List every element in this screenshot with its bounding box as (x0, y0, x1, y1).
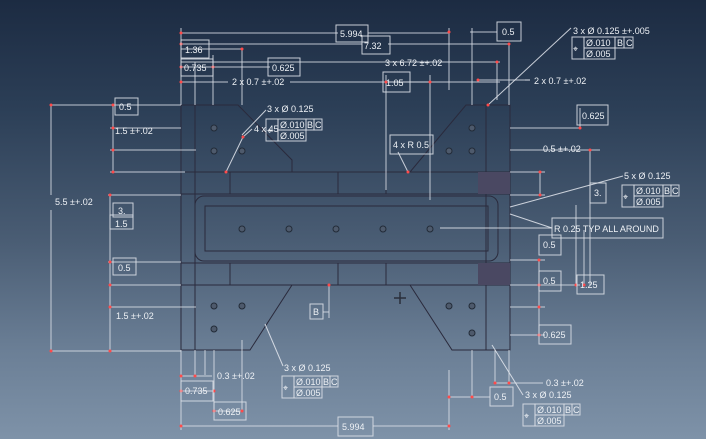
dim-05-right-b[interactable]: 0.5 (543, 276, 556, 286)
dim-05-top[interactable]: 0.5 (502, 27, 515, 37)
callout-holes-bot-left[interactable]: 3 x Ø 0.125 (284, 363, 331, 373)
callout-side-holes[interactable]: 5 x Ø 0.125 (624, 171, 671, 181)
dim-15-left-bot[interactable]: 1.5 ±+.02 (116, 311, 154, 321)
dim-05-bot[interactable]: 0.5 (494, 392, 507, 402)
dim-5994-top[interactable]: 5.994 (340, 29, 363, 39)
dim-2x07-right[interactable]: 2 x 0.7 ±+.02 (534, 76, 586, 86)
datum-b-label[interactable]: B (313, 307, 319, 317)
leader-lines (225, 27, 624, 396)
position-icon: ⌖ (267, 126, 272, 136)
svg-text:C: C (672, 186, 679, 196)
svg-text:B: B (323, 377, 329, 387)
svg-text:Ø.005: Ø.005 (280, 131, 305, 141)
callout-holes-top-left[interactable]: 3 x Ø 0.125 (267, 104, 314, 114)
hole-icon (426, 225, 434, 233)
fcf-top-right[interactable]: ⌖ Ø.010 B C Ø.005 (571, 36, 634, 60)
svg-text:C: C (626, 38, 633, 48)
snap-points (49, 30, 592, 428)
callout-holes-bot-right[interactable]: 3 x Ø 0.125 (525, 390, 572, 400)
position-icon: ⌖ (283, 383, 288, 393)
callout-fillet[interactable]: 4 x R 0.5 (393, 140, 429, 150)
dim-2x07-left[interactable]: 2 x 0.7 ±+.02 (232, 77, 284, 87)
svg-text:B: B (565, 405, 571, 415)
dim-05-left-mid[interactable]: 0.5 (118, 263, 131, 273)
svg-text:Ø.010: Ø.010 (636, 186, 661, 196)
position-icon: ⌖ (623, 192, 628, 202)
fcf-top-left[interactable]: ⌖ Ø.010 B C Ø.005 (265, 118, 323, 142)
callout-holes-top-right[interactable]: 3 x Ø 0.125 ±+.005 (573, 26, 650, 36)
dim-05-right-tol[interactable]: 0.5 ±+.02 (543, 144, 581, 154)
svg-text:B: B (307, 120, 313, 130)
svg-text:C: C (573, 405, 580, 415)
dim-0735-top[interactable]: 0.735 (184, 63, 207, 73)
hole-icon (285, 225, 293, 233)
crosshair-cursor-icon (394, 292, 406, 304)
hole-icon (238, 225, 246, 233)
dim-05-right-a[interactable]: 0.5 (543, 240, 556, 250)
dim-125[interactable]: 1.25 (580, 280, 598, 290)
dimension-labels: 5.994 7.32 0.5 1.36 0.735 0.625 2 x 0.7 … (55, 21, 609, 437)
dim-0735-bot[interactable]: 0.735 (185, 386, 208, 396)
svg-text:Ø.005: Ø.005 (296, 388, 321, 398)
hole-icon (379, 225, 387, 233)
position-icon: ⌖ (573, 44, 578, 54)
dim-0625-right-top[interactable]: 0.625 (582, 111, 605, 121)
svg-text:Ø.010: Ø.010 (296, 377, 321, 387)
fcf-bot-right[interactable]: ⌖ Ø.010 B C Ø.005 (522, 403, 581, 427)
dim-105[interactable]: 1.05 (386, 78, 404, 88)
dim-0625-right-bot[interactable]: 0.625 (543, 330, 566, 340)
svg-text:Ø.005: Ø.005 (537, 416, 562, 426)
dim-3x672[interactable]: 3 x 6.72 ±+.02 (385, 58, 442, 68)
dim-0625-bot[interactable]: 0.625 (218, 407, 241, 417)
dim-15-left-mid[interactable]: 1.5 (115, 219, 128, 229)
svg-text:B: B (617, 38, 623, 48)
svg-text:Ø.010: Ø.010 (537, 405, 562, 415)
dim-55[interactable]: 5.5 ±+.02 (55, 197, 93, 207)
svg-text:C: C (315, 120, 322, 130)
position-icon: ⌖ (524, 411, 529, 421)
dim-0625-top[interactable]: 0.625 (272, 63, 295, 73)
fcf-side[interactable]: ⌖ Ø.010 B C Ø.005 (621, 184, 680, 208)
svg-text:Ø.005: Ø.005 (586, 49, 611, 59)
svg-text:Ø.010: Ø.010 (280, 120, 305, 130)
dim-5994-bot[interactable]: 5.994 (342, 422, 365, 432)
svg-text:Ø.005: Ø.005 (636, 197, 661, 207)
dim-3-left[interactable]: 3. (118, 206, 126, 216)
svg-text:B: B (664, 186, 670, 196)
dim-732[interactable]: 7.32 (364, 41, 382, 51)
svg-text:Ø.010: Ø.010 (586, 38, 611, 48)
dim-03-bot-right[interactable]: 0.3 ±+.02 (546, 378, 584, 388)
dim-15-left-top[interactable]: 1.5 ±+.02 (115, 126, 153, 136)
hole-icon (332, 225, 340, 233)
callout-fillet-all[interactable]: R 0.25 TYP ALL AROUND (554, 224, 659, 234)
dim-03-bot-left[interactable]: 0.3 ±+.02 (217, 371, 255, 381)
fcf-bot-left[interactable]: ⌖ Ø.010 B C Ø.005 (281, 375, 339, 399)
svg-text:C: C (331, 377, 338, 387)
dim-3-right[interactable]: 3. (594, 188, 602, 198)
dim-136[interactable]: 1.36 (185, 45, 203, 55)
dim-05-left-top[interactable]: 0.5 (119, 102, 132, 112)
